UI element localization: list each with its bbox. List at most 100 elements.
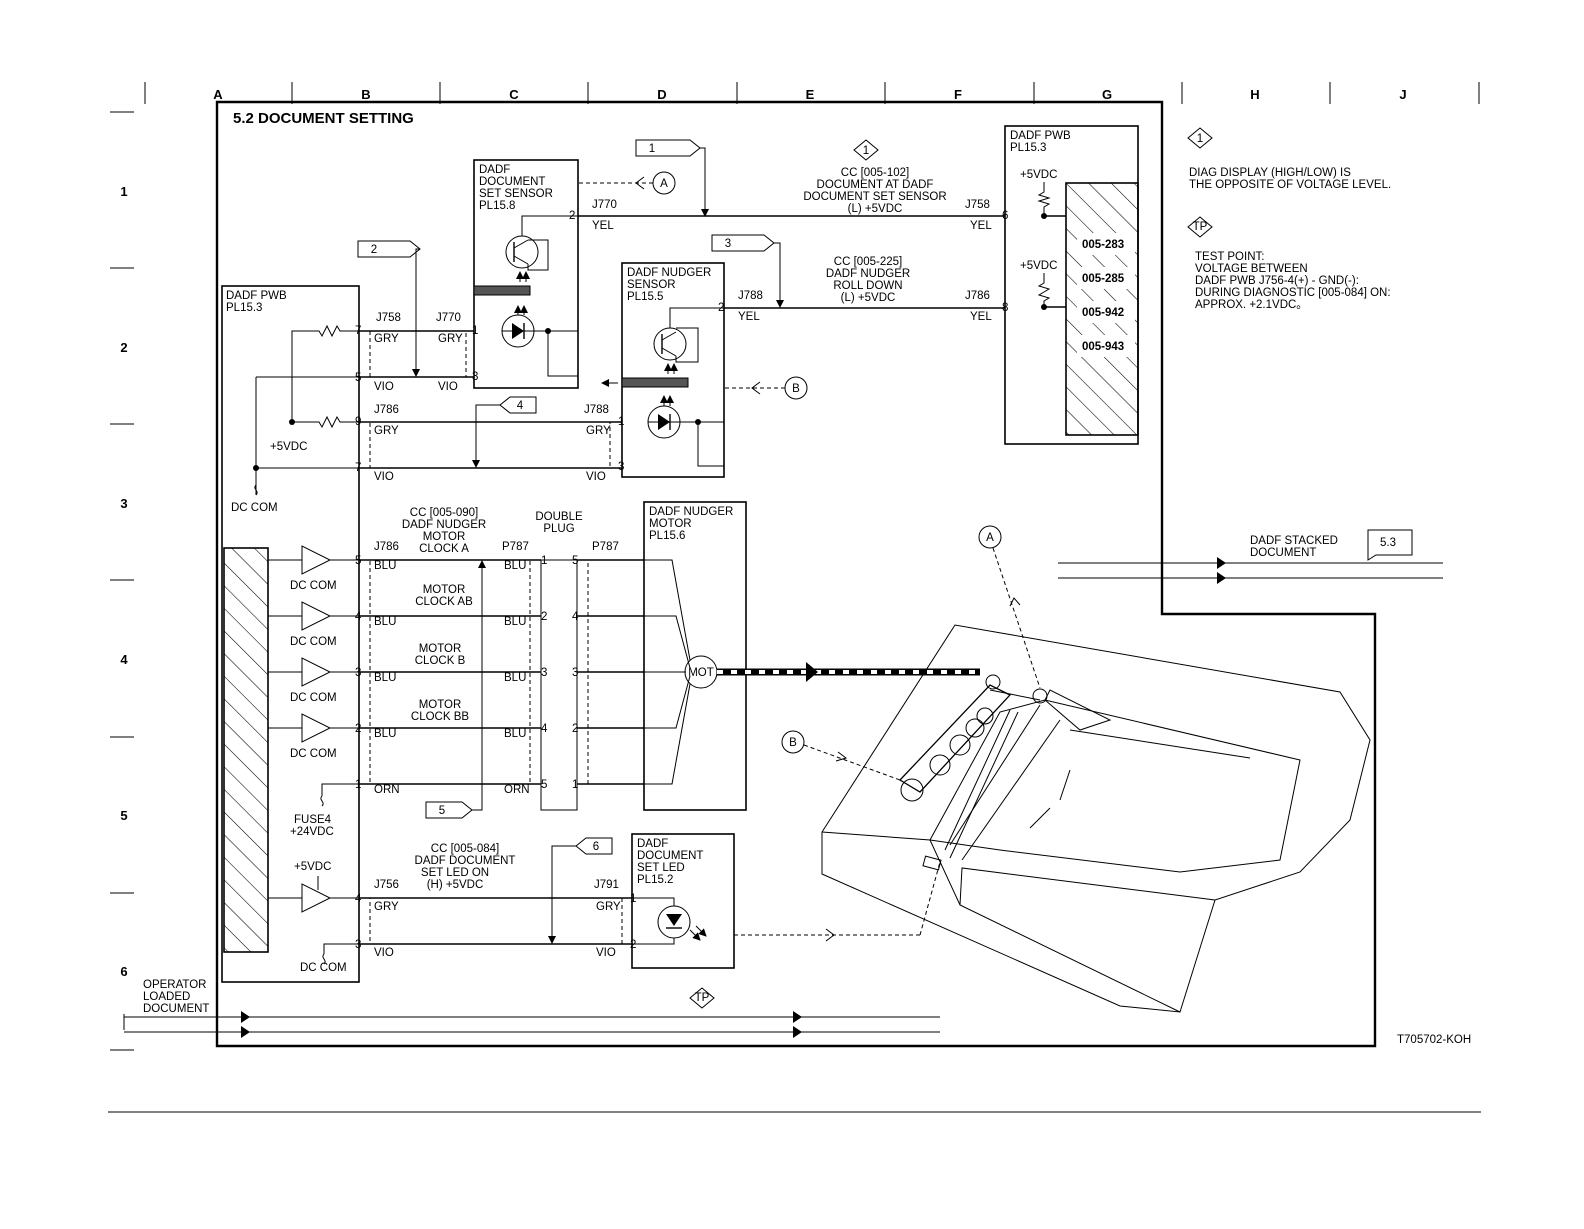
signal-label: CLOCK BB — [411, 711, 469, 723]
wire-color: YEL — [592, 220, 614, 232]
tp-marker: TP — [1193, 221, 1208, 233]
row-label: 5 — [120, 808, 127, 823]
double-plug-label: DOUBLE — [535, 511, 583, 523]
wire-color: YEL — [970, 311, 992, 323]
pin-number: 3 — [541, 667, 547, 679]
flow-ref: 5.3 — [1380, 537, 1396, 549]
fuse-label: FUSE4 — [294, 814, 332, 826]
connector-label: J758 — [376, 312, 401, 324]
nudger-sensor-label: PL15.5 — [627, 291, 663, 303]
signal-label: MOTOR — [423, 531, 466, 543]
wire-color: VIO — [374, 947, 394, 959]
flow-label: DOCUMENT — [143, 1003, 209, 1015]
set-sensor-label: DADF — [479, 164, 510, 176]
tp-note: DURING DIAGNOSTIC [005-084] ON: — [1195, 287, 1391, 299]
column-label: D — [657, 87, 666, 102]
pin-number: 2 — [630, 939, 636, 951]
flow-label: DOCUMENT — [1250, 547, 1316, 559]
wire-color: VIO — [374, 471, 394, 483]
power-label: DC COM — [290, 636, 337, 648]
column-labels: A B C D E F G H J — [213, 87, 1406, 102]
set-sensor-label: DOCUMENT — [479, 176, 545, 188]
wire-color: VIO — [596, 947, 616, 959]
dadf-pwb-right: DADF PWB PL15.3 005-283 005-285 005-942 … — [1004, 125, 1139, 445]
column-label: B — [361, 87, 370, 102]
pin-number: 1 — [355, 779, 361, 791]
pin-number: 6 — [1002, 210, 1008, 222]
pin-number: 3 — [355, 667, 361, 679]
signal-label: DADF DOCUMENT — [415, 855, 516, 867]
power-label: DC COM — [290, 748, 337, 760]
row-label: 1 — [120, 184, 127, 199]
pin-number: 9 — [355, 416, 361, 428]
pin-number: 4 — [355, 611, 362, 623]
tp-marker: TP — [695, 992, 710, 1004]
wire-color: GRY — [374, 333, 399, 345]
pin-number: 2 — [718, 302, 724, 314]
callout-number: 1 — [863, 145, 869, 157]
pin-number: 7 — [355, 462, 361, 474]
connector-label: J786 — [374, 404, 399, 416]
signal-label: DOCUMENT AT DADF — [817, 179, 934, 191]
document-set-sensor: DADF DOCUMENT SET SENSOR PL15.8 2 1 3 — [472, 159, 579, 389]
fuse-label: +24VDC — [290, 826, 334, 838]
wire-color: GRY — [438, 333, 463, 345]
tp-note: DADF PWB J756-4(+) - GND(-): — [1195, 275, 1359, 287]
flow-label: OPERATOR — [143, 979, 206, 991]
pin-number: 4 — [355, 893, 362, 905]
pin-number: 2 — [541, 611, 547, 623]
callout-number: 3 — [725, 238, 731, 250]
wire-color: ORN — [504, 784, 530, 796]
column-label: C — [509, 87, 519, 102]
pin-number: 5 — [541, 779, 547, 791]
set-sensor-label: PL15.8 — [479, 200, 515, 212]
signal-lines-top: J770 YEL J758 YEL 6 J788 YEL J786 YEL 8 … — [578, 167, 1008, 323]
notes: 1 DIAG DISPLAY (HIGH/LOW) IS THE OPPOSIT… — [1187, 127, 1391, 311]
power-label: DC COM — [290, 580, 337, 592]
callout-number: 1 — [649, 143, 655, 155]
wire-color: GRY — [586, 425, 611, 437]
connector-label: J791 — [594, 879, 619, 891]
document-set-led: DADF DOCUMENT SET LED PL15.2 J756 J791 G… — [359, 833, 920, 1009]
column-label: H — [1250, 87, 1259, 102]
connector-label: J770 — [592, 199, 617, 211]
tp-note: VOLTAGE BETWEEN — [1195, 263, 1308, 275]
connector-label: J788 — [738, 290, 763, 302]
pin-number: 3 — [355, 939, 361, 951]
figure-id: T705702-KOH — [1397, 1034, 1471, 1046]
pin-number: 3 — [472, 371, 478, 383]
fault-code: 005-943 — [1082, 341, 1124, 353]
pin-number: 3 — [572, 667, 578, 679]
signal-label: CC [005-090] — [410, 507, 478, 519]
nudger-sensor-label: DADF NUDGER — [627, 267, 711, 279]
fault-code: 005-942 — [1082, 307, 1124, 319]
callout-number: 2 — [371, 244, 377, 256]
dadf-illustration: A B — [781, 525, 1371, 1013]
signal-label: (H) +5VDC — [427, 879, 484, 891]
signal-label: CC [005-084] — [431, 843, 499, 855]
power-label: DC COM — [290, 692, 337, 704]
wire-color: BLU — [374, 672, 396, 684]
signal-label: DOCUMENT SET SENSOR — [803, 191, 946, 203]
callout-number: 6 — [593, 841, 599, 853]
pin-number: 8 — [1002, 302, 1008, 314]
power-label: +5VDC — [1020, 169, 1057, 181]
signal-label: SET LED ON — [421, 867, 489, 879]
pin-number: 2 — [355, 723, 361, 735]
motor-drivers: DC COM DC COM DC COM DC COM FUSE4 +24VDC… — [268, 545, 362, 974]
power-label: +5VDC — [1020, 260, 1057, 272]
pin-number: 7 — [355, 325, 361, 337]
column-label: F — [954, 87, 962, 102]
wire-color: VIO — [586, 471, 606, 483]
motor-harness: DOUBLE PLUG J786 P787 P787 BLU BLU BLU B… — [359, 507, 645, 819]
column-label: E — [806, 87, 815, 102]
set-led-label: DADF — [637, 838, 668, 850]
motor-label: MOT — [688, 667, 714, 679]
connector-label: J756 — [374, 879, 399, 891]
nudger-sensor: DADF NUDGER SENSOR PL15.5 2 1 3 — [601, 262, 725, 478]
wire-color: GRY — [374, 425, 399, 437]
pin-number: 2 — [569, 210, 575, 222]
pin-number: 5 — [355, 555, 361, 567]
wire-color: BLU — [504, 560, 526, 572]
